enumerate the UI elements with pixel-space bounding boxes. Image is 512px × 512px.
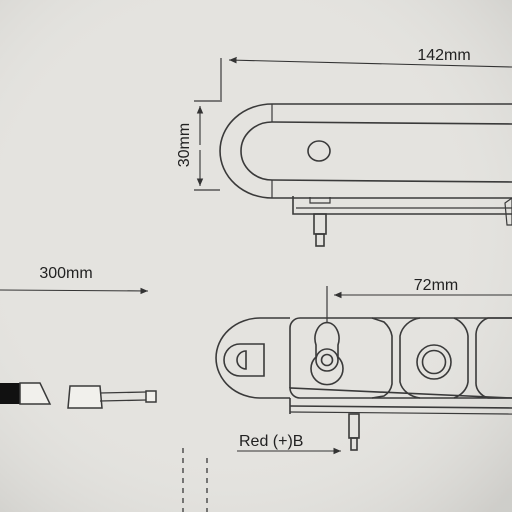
cable-view bbox=[0, 287, 157, 409]
end-cap-hole bbox=[236, 350, 247, 370]
base-plate bbox=[292, 196, 512, 215]
wire-label: Red (+)B bbox=[239, 433, 303, 450]
lens-outline bbox=[240, 121, 512, 183]
wire-core-top bbox=[99, 391, 147, 394]
cable-insulation-end bbox=[19, 382, 52, 405]
cable-insulation-black bbox=[0, 383, 20, 404]
lens-segment-left bbox=[399, 317, 421, 399]
height-label: 30mm bbox=[176, 123, 193, 167]
spacing-label: 72mm bbox=[414, 277, 458, 294]
keyhole-ring bbox=[315, 348, 339, 372]
cable-sleeve bbox=[67, 385, 103, 409]
end-cap-slot bbox=[223, 343, 265, 377]
side-base-bottom bbox=[289, 411, 512, 415]
housing-outline bbox=[289, 317, 512, 399]
side-view bbox=[182, 286, 512, 512]
led-inner bbox=[421, 349, 447, 375]
right-terminal-edge bbox=[504, 197, 512, 226]
mounting-hole bbox=[307, 140, 331, 162]
terminal-bracket bbox=[309, 197, 331, 204]
length-dimension-arrow bbox=[228, 56, 512, 68]
cable-length-arrow bbox=[0, 287, 149, 295]
led-outer bbox=[416, 344, 452, 380]
mid-section-curve bbox=[371, 317, 393, 399]
cable-length-label: 300mm bbox=[39, 265, 92, 282]
side-base-top bbox=[289, 405, 512, 409]
top-view bbox=[194, 56, 512, 247]
lens-segment-next bbox=[475, 317, 512, 399]
wire-pin-tip bbox=[350, 437, 358, 451]
terminal-pin-tip bbox=[315, 233, 325, 247]
wire-connector bbox=[145, 390, 157, 403]
light-body-outline bbox=[219, 103, 512, 199]
keyhole-mount bbox=[310, 321, 344, 386]
end-cap-outline bbox=[215, 317, 290, 399]
keyhole-center bbox=[320, 353, 334, 367]
lens-segment-right bbox=[453, 317, 469, 399]
length-label: 142mm bbox=[417, 47, 470, 64]
wire-core-bottom bbox=[99, 399, 147, 402]
